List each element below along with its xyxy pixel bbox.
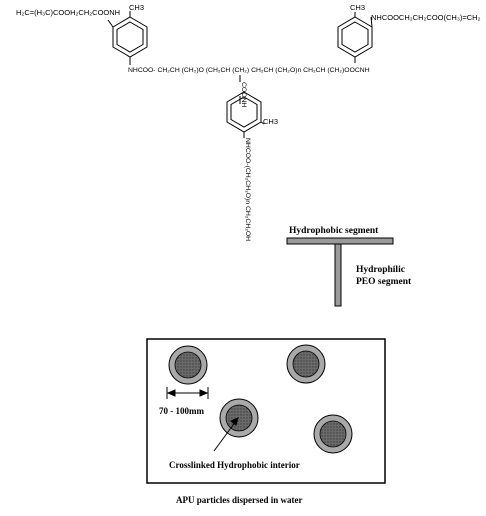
particle: [219, 398, 259, 438]
left-end-group: H₂C=(H₃C)COOH₂CH₂COONH: [16, 8, 120, 17]
pendant-ch3-label: CH3: [263, 117, 278, 126]
particle: [286, 344, 326, 384]
interior-pointer-arrow: [213, 417, 239, 452]
left-benzene-ring: [107, 11, 148, 65]
right-ch3-label: CH3: [350, 3, 365, 12]
particle-size-label: 70 - 100mm: [159, 406, 204, 416]
pendant-benzene-ring: [226, 91, 265, 138]
hydrophilic-label-line1: Hydrophilic: [356, 265, 405, 275]
pendant-link: COONH: [240, 82, 247, 107]
hydrophilic-label-line2: PEO segment: [356, 277, 412, 287]
dispersion-box: [146, 338, 386, 484]
right-end-group: NHCOOCH₂CH₂COO(CH₃)=CH₂: [371, 13, 481, 22]
pendant-chain: NHCOO-(CH₂CH₂O)n CH₂CH₂OH: [244, 138, 251, 241]
size-arrow: [166, 387, 209, 399]
figure-caption: APU particles dispersed in water: [176, 495, 302, 505]
hydrophobic-segment-bar: [286, 237, 394, 245]
particle: [168, 345, 208, 385]
hydrophilic-segment-bar: [334, 243, 342, 307]
particle: [313, 414, 353, 454]
interior-label: Crosslinked Hydrophobic interior: [169, 460, 300, 470]
hydrophobic-segment-label: Hydrophobic segment: [289, 226, 379, 236]
backbone-chain: NHCOO- CH₂CH (CH₂)O (CH₂CH (CH₂) CH₂CH (…: [128, 67, 370, 74]
left-ch3-label: CH3: [129, 3, 144, 12]
right-benzene-ring: [337, 12, 373, 63]
